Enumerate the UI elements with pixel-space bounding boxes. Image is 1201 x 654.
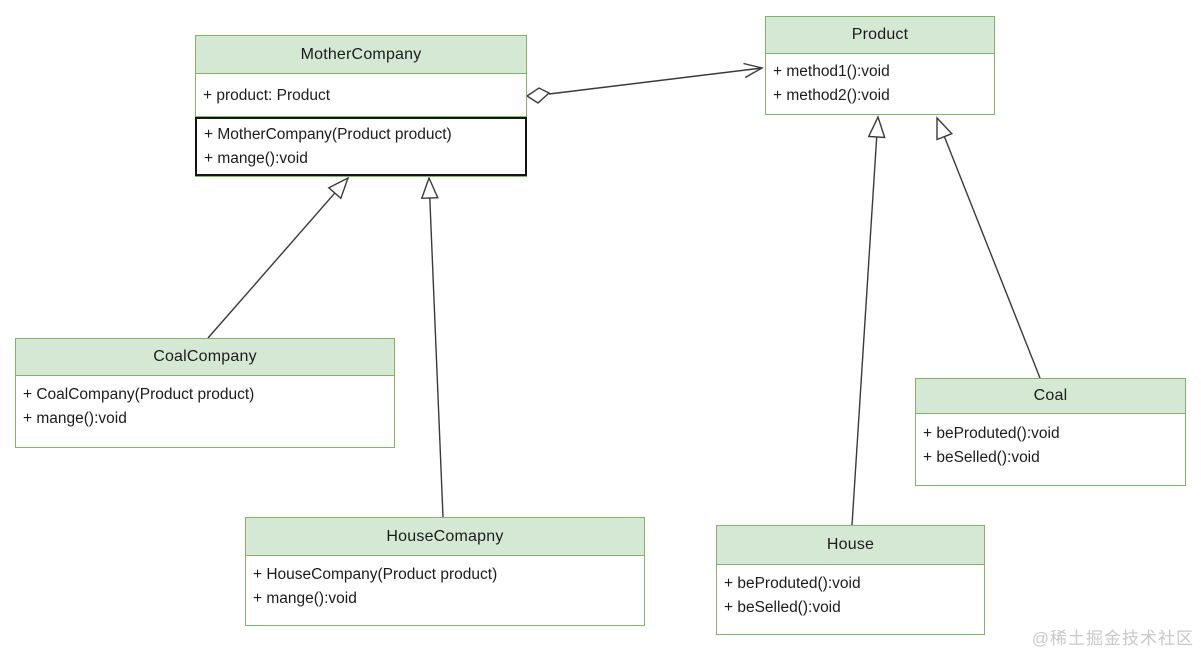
method-row: + MotherCompany(Product product) (204, 126, 452, 143)
class-coal-methods: + beProduted():void + beSelled():void (916, 414, 1185, 485)
class-housecompany: HouseComapny + HouseCompany(Product prod… (245, 517, 645, 626)
class-mothercompany-methods: + MotherCompany(Product product) + mange… (195, 117, 527, 176)
generalization-connector-housecompany-mothercompany (420, 176, 444, 518)
method-row: + beSelled():void (724, 599, 841, 616)
class-coalcompany-title: CoalCompany (16, 339, 394, 376)
generalization-connector-house-product (851, 115, 886, 526)
method-row: + HouseCompany(Product product) (253, 566, 498, 583)
method-row: + beProduted():void (923, 425, 1060, 442)
method-row: + beProduted():void (724, 575, 861, 592)
generalization-connector-coalcompany-mothercompany (207, 176, 350, 339)
method-row: + mange():void (23, 410, 127, 427)
attribute-row: + product: Product (203, 87, 331, 104)
method-row: + beSelled():void (923, 449, 1040, 466)
class-mothercompany-title: MotherCompany (196, 36, 526, 74)
class-coalcompany-methods: + CoalCompany(Product product) + mange()… (16, 376, 394, 447)
method-row: + mange():void (253, 590, 357, 607)
class-coal: Coal + beProduted():void + beSelled():vo… (915, 378, 1186, 486)
class-coal-title: Coal (916, 379, 1185, 414)
class-product: Product + method1():void + method2():voi… (765, 16, 995, 115)
method-row: + CoalCompany(Product product) (23, 386, 255, 403)
class-house-methods: + beProduted():void + beSelled():void (717, 565, 984, 634)
generalization-connector-coal-product (936, 116, 1041, 379)
class-mothercompany-attributes: + product: Product (196, 74, 526, 117)
method-row: + method2():void (773, 87, 890, 104)
class-house-title: House (717, 526, 984, 565)
watermark-text: @稀土掘金技术社区 (1031, 629, 1194, 648)
class-house: House + beProduted():void + beSelled():v… (716, 525, 985, 635)
class-housecompany-title: HouseComapny (246, 518, 644, 556)
method-row: + mange():void (204, 150, 308, 167)
class-mothercompany: MotherCompany + product: Product + Mothe… (195, 35, 527, 177)
method-row: + method1():void (773, 63, 890, 80)
class-product-title: Product (766, 17, 994, 54)
class-housecompany-methods: + HouseCompany(Product product) + mange(… (246, 556, 644, 625)
class-coalcompany: CoalCompany + CoalCompany(Product produc… (15, 338, 395, 448)
aggregation-connector-mothercompany-product (525, 62, 764, 104)
class-product-methods: + method1():void + method2():void (766, 54, 994, 114)
